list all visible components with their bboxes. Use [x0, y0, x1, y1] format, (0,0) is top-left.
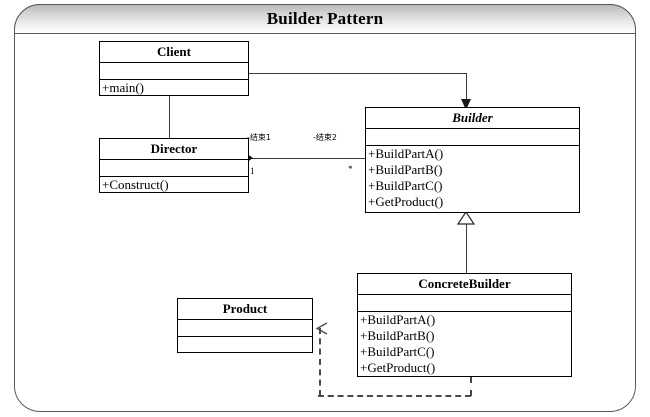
- operation-item: +BuildPartA(): [360, 312, 436, 327]
- connector-director-builder: [248, 158, 365, 159]
- dependency-segment-left: [318, 395, 471, 397]
- association-target-role-label: -结束2: [313, 133, 337, 142]
- operation-item: +BuildPartB(): [360, 328, 435, 343]
- dependency-segment-down: [470, 377, 472, 396]
- class-box-client[interactable]: Client +main(): [99, 41, 249, 96]
- class-name-client: Client: [100, 42, 248, 63]
- connector-client-builder-horizontal: [249, 73, 466, 74]
- class-name-builder: Builder: [366, 108, 579, 129]
- class-box-concretebuilder[interactable]: ConcreteBuilder +BuildPartA() +BuildPart…: [357, 273, 572, 377]
- class-box-director[interactable]: Director +Construct(): [99, 138, 249, 193]
- operation-item: +GetProduct(): [368, 194, 444, 209]
- connector-client-director: [169, 96, 170, 138]
- operation-item: +Construct(): [102, 177, 169, 192]
- class-operations-client: +main(): [100, 80, 248, 96]
- diagram-title-bar: Builder Pattern: [14, 4, 636, 34]
- operation-item: +BuildPartC(): [368, 178, 443, 193]
- dependency-segment-up: [319, 328, 321, 396]
- class-attributes-director: [100, 160, 248, 177]
- class-name-concretebuilder: ConcreteBuilder: [358, 274, 571, 295]
- class-attributes-product: [178, 320, 312, 337]
- class-name-director: Director: [100, 139, 248, 160]
- connector-client-builder-vertical: [466, 73, 467, 107]
- connector-builder-concretebuilder: [466, 213, 467, 273]
- operation-item: +GetProduct(): [360, 360, 436, 375]
- operation-item: +main(): [102, 80, 144, 95]
- diagram-title: Builder Pattern: [266, 9, 384, 28]
- class-operations-builder: +BuildPartA() +BuildPartB() +BuildPartC(…: [366, 146, 579, 210]
- operation-item: +BuildPartB(): [368, 162, 443, 177]
- class-box-product[interactable]: Product: [177, 298, 313, 353]
- class-attributes-builder: [366, 129, 579, 146]
- class-name-product: Product: [178, 299, 312, 320]
- association-source-role-label: -结束1: [247, 133, 271, 142]
- class-operations-concretebuilder: +BuildPartA() +BuildPartB() +BuildPartC(…: [358, 312, 571, 376]
- class-box-builder[interactable]: Builder +BuildPartA() +BuildPartB() +Bui…: [365, 107, 580, 213]
- class-operations-director: +Construct(): [100, 177, 248, 193]
- association-source-multiplicity-label: 1: [250, 166, 255, 176]
- operation-item: +BuildPartA(): [368, 146, 444, 161]
- class-attributes-concretebuilder: [358, 295, 571, 312]
- class-attributes-client: [100, 63, 248, 80]
- association-target-multiplicity-label: *: [348, 164, 353, 174]
- operation-item: +BuildPartC(): [360, 344, 435, 359]
